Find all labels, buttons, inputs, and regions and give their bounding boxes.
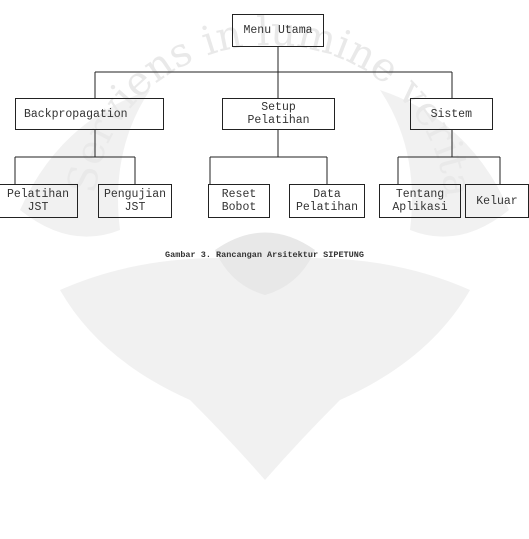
node-pengujian-jst: Pengujian JST [98,184,172,218]
node-menu-utama: Menu Utama [232,14,324,47]
watermark-head [215,232,315,295]
node-tentang-aplikasi: Tentang Aplikasi [379,184,461,218]
node-data-pelatihan: Data Pelatihan [289,184,365,218]
watermark-wing-left [20,90,150,237]
watermark-body [60,258,470,480]
watermark-wing-right [380,90,509,237]
node-reset-bobot: Reset Bobot [208,184,270,218]
node-keluar: Keluar [465,184,529,218]
node-sistem: Sistem [410,98,493,130]
node-backpropagation: Backpropagation [15,98,164,130]
node-pelatihan-jst: Pelatihan JST [0,184,78,218]
figure-caption: Gambar 3. Rancangan Arsitektur SIPETUNG [165,250,364,260]
node-setup-pelatihan: Setup Pelatihan [222,98,335,130]
